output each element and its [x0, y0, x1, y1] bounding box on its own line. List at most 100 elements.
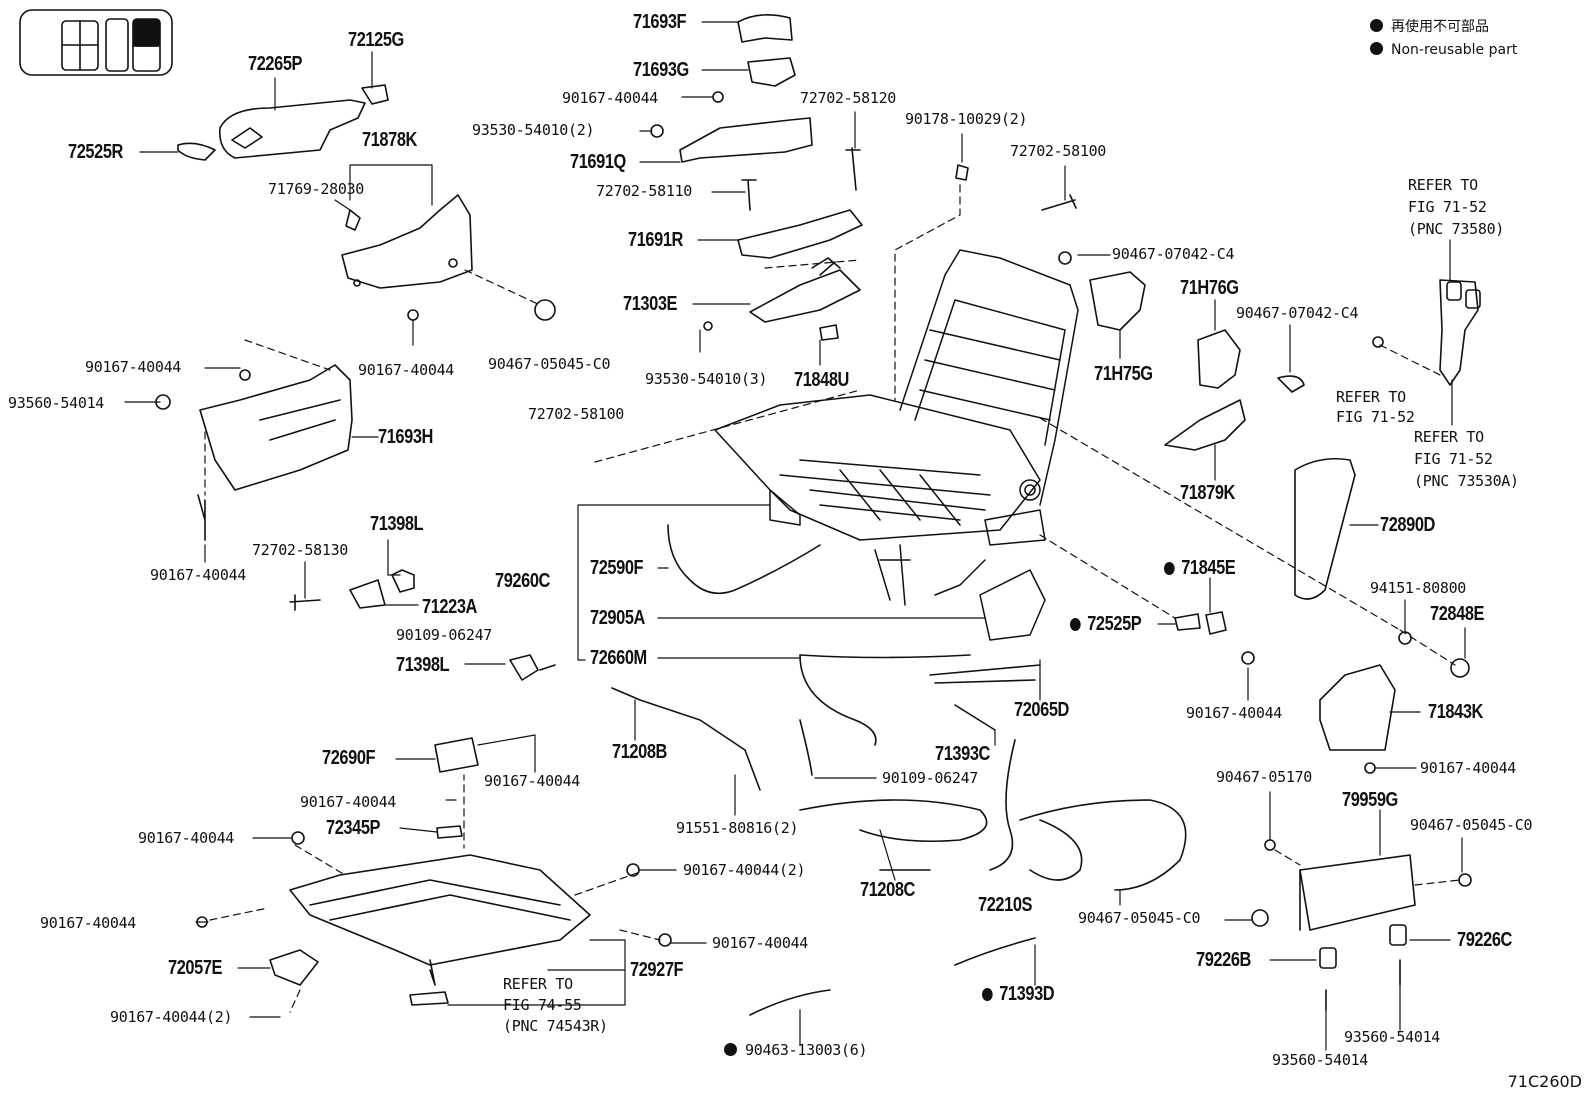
part-label[interactable]: 72210S — [978, 894, 1033, 916]
refer-text[interactable]: FIG 74-55 — [503, 996, 582, 1014]
part-label[interactable]: 79260C — [495, 570, 550, 592]
leader-lines — [124, 21, 1466, 1051]
part-label[interactable]: 72525R — [68, 141, 123, 163]
part-label[interactable]: 72690F — [322, 747, 376, 769]
part-number-label[interactable]: 90167-40044 — [300, 793, 397, 811]
nonreusable-dot-icon — [1070, 618, 1081, 631]
part-number-label[interactable]: 90167-40044 — [85, 358, 182, 376]
refer-text[interactable]: (PNC 74543R) — [503, 1017, 608, 1035]
part-number-label[interactable]: 90463-13003(6) — [724, 1043, 868, 1058]
part-label[interactable]: 71398L — [396, 654, 450, 676]
part-label[interactable]: 72927F — [630, 959, 684, 981]
part-label[interactable]: 71H75G — [1094, 363, 1153, 385]
part-number-label[interactable]: 71769-28030 — [268, 180, 365, 198]
part-number-label[interactable]: 90167-40044 — [484, 772, 581, 790]
part-number-label[interactable]: 72702-58100 — [528, 405, 625, 423]
part-number-label[interactable]: 90467-07042-C4 — [1112, 245, 1235, 263]
part-number-label[interactable]: 72702-58110 — [596, 182, 693, 200]
part-label[interactable]: 71393C — [935, 743, 990, 765]
refer-text[interactable]: (PNC 73530A) — [1414, 472, 1519, 490]
seat-bottom-pan — [196, 737, 672, 1006]
part-number-label[interactable]: 91551-80816(2) — [676, 819, 799, 837]
part-label[interactable]: 71223A — [422, 596, 477, 618]
refer-text[interactable]: REFER TO — [1414, 428, 1484, 446]
part-label[interactable]: 71693H — [378, 426, 433, 448]
part-label[interactable]: 72125G — [348, 29, 404, 51]
part-number-label[interactable]: 72702-58130 — [252, 541, 349, 559]
seat-locator-icon — [19, 9, 173, 76]
part-number-label[interactable]: 90167-40044 — [562, 89, 659, 107]
part-label[interactable]: 71693F — [633, 11, 687, 33]
part-label[interactable]: 71H76G — [1180, 277, 1239, 299]
part-number: 71845E — [1181, 557, 1236, 579]
part-label[interactable]: 71693G — [633, 59, 689, 81]
part-number-label[interactable]: 93560-54014 — [1272, 1051, 1369, 1069]
part-label[interactable]: 71845E — [1164, 557, 1236, 579]
refer-text[interactable]: REFER TO — [1336, 388, 1406, 406]
bracket-71693h — [155, 364, 353, 541]
part-label[interactable]: 79226C — [1457, 929, 1512, 951]
part-label[interactable]: 72345P — [326, 817, 381, 839]
part-label[interactable]: 72265P — [248, 53, 303, 75]
part-number-label[interactable]: 93530-54010(3) — [645, 370, 768, 388]
part-number-label[interactable]: 72702-58120 — [800, 89, 897, 107]
cables — [611, 524, 1187, 1016]
part-label[interactable]: 71843K — [1428, 701, 1483, 723]
part-number-label[interactable]: 90167-40044 — [1420, 759, 1517, 777]
part-number-label[interactable]: 93530-54010(2) — [472, 121, 595, 139]
part-label[interactable]: 71393D — [982, 984, 1055, 1004]
refer-text[interactable]: FIG 71-52 — [1414, 450, 1493, 468]
part-label[interactable]: 71303E — [623, 293, 678, 315]
part-label[interactable]: 72905A — [590, 607, 645, 629]
nonreusable-dot-icon — [1370, 19, 1383, 32]
part-number-label[interactable]: 90167-40044(2) — [110, 1008, 233, 1026]
part-label[interactable]: 72057E — [168, 957, 223, 979]
part-number-label[interactable]: 90467-05045-C0 — [1078, 909, 1201, 927]
refer-text[interactable]: FIG 71-52 — [1408, 198, 1487, 216]
nonreusable-dot-icon — [1370, 42, 1383, 55]
part-label[interactable]: 72065D — [1014, 699, 1069, 721]
part-label[interactable]: 79959G — [1342, 789, 1398, 811]
part-label[interactable]: 71208C — [860, 879, 915, 901]
part-number-label[interactable]: 90167-40044 — [40, 914, 137, 932]
part-number-label[interactable]: 90167-40044 — [138, 829, 235, 847]
part-label[interactable]: 72590F — [590, 557, 644, 579]
part-number-label[interactable]: 90467-05170 — [1216, 768, 1313, 786]
part-label[interactable]: 72848E — [1430, 603, 1485, 625]
part-label[interactable]: 71848U — [794, 369, 849, 391]
part-label[interactable]: 72660M — [590, 647, 647, 669]
refer-text[interactable]: REFER TO — [503, 975, 573, 993]
part-number-label[interactable]: 90167-40044 — [712, 934, 809, 952]
part-label[interactable]: 71878K — [362, 129, 417, 151]
part-label[interactable]: 71691Q — [570, 151, 626, 173]
cover-79959g — [1251, 839, 1472, 1011]
part-number-label[interactable]: 90167-40044 — [150, 566, 247, 584]
refer-text[interactable]: FIG 71-52 — [1336, 408, 1415, 426]
part-label[interactable]: 72525P — [1070, 613, 1142, 635]
part-number-label[interactable]: 90467-05045-C0 — [1410, 816, 1533, 834]
part-number-label[interactable]: 72702-58100 — [1010, 142, 1107, 160]
part-number-label[interactable]: 90467-05045-C0 — [488, 355, 611, 373]
part-number-label[interactable]: 90167-40044 — [358, 361, 455, 379]
legend-en-text: Non-reusable part — [1391, 42, 1518, 58]
refer-text[interactable]: (PNC 73580) — [1408, 220, 1505, 238]
part-number-label[interactable]: 94151-80800 — [1370, 579, 1467, 597]
part-number-label[interactable]: 90467-07042-C4 — [1236, 304, 1359, 322]
part-number-label[interactable]: 90109-06247 — [396, 626, 493, 644]
part-number-label[interactable]: 90178-10029(2) — [905, 110, 1028, 128]
part-label[interactable]: 71208B — [612, 741, 667, 763]
refer-text[interactable]: REFER TO — [1408, 176, 1478, 194]
part-number-label[interactable]: 90109-06247 — [882, 769, 979, 787]
part-number-label[interactable]: 93560-54014 — [8, 394, 105, 412]
part-label[interactable]: 71398L — [370, 513, 424, 535]
part-label[interactable]: 72890D — [1380, 514, 1435, 536]
part-number-label[interactable]: 93560-54014 — [1344, 1028, 1441, 1046]
part-label[interactable]: 71691R — [628, 229, 683, 251]
part-label[interactable]: 79226B — [1196, 949, 1251, 971]
part-number-label[interactable]: 90167-40044(2) — [683, 861, 806, 879]
figure-code: 71C260D — [1507, 1072, 1582, 1091]
part-number-label[interactable]: 90167-40044 — [1186, 704, 1283, 722]
part-label[interactable]: 71879K — [1180, 482, 1235, 504]
dashed-guides — [204, 184, 1461, 1013]
part-number: 72525P — [1087, 613, 1142, 635]
